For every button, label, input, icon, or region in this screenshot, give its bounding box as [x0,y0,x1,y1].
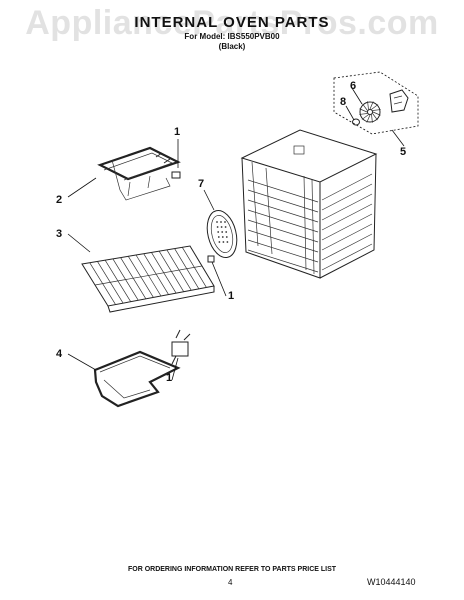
convection-fan-assembly [333,71,419,135]
callout-1-middle: 1 [228,290,235,302]
fan-cover [206,209,238,263]
watermark: AppliancePartsPros.com [25,4,439,42]
page-number: 4 [228,578,233,587]
oven-rack [81,245,215,313]
callout-5: 5 [400,146,407,158]
callout-3: 3 [56,228,63,240]
ordering-note: FOR ORDERING INFORMATION REFER TO PARTS … [127,566,337,573]
callout-1-upper: 1 [174,126,181,138]
document-number: W10444140 [367,577,416,587]
callout-2: 2 [56,194,63,206]
model-variant: (Black) [218,42,246,51]
callout-8: 8 [340,96,347,108]
callout-1-lower: 1 [166,372,173,384]
leader-lines [67,87,405,381]
page-title: INTERNAL OVEN PARTS [134,14,330,31]
model-line: For Model: IBS550PVB00 [184,32,280,41]
callout-4: 4 [56,348,63,360]
callout-7: 7 [198,178,205,190]
oven-cavity [240,129,378,279]
callout-6: 6 [350,80,357,92]
lower-element [93,329,191,408]
upper-element [97,146,181,201]
